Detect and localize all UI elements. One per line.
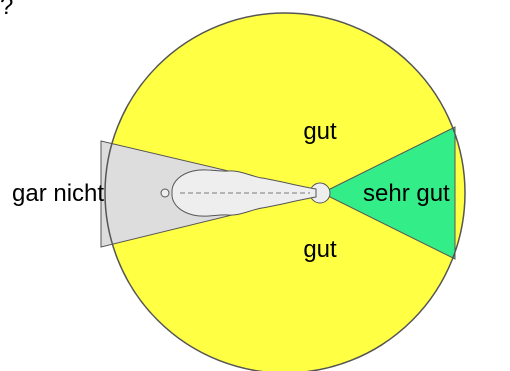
animal-tail-icon xyxy=(160,188,170,198)
label-gar-nicht: gar nicht xyxy=(12,180,104,207)
corner-question-mark: ? xyxy=(0,0,13,20)
animal-silhouette-icon xyxy=(160,169,331,217)
zone-sehr-gut-wedge xyxy=(320,126,456,260)
label-top-gut: gut xyxy=(303,118,337,145)
label-sehr-gut: sehr gut xyxy=(363,180,450,207)
label-bottom-gut: gut xyxy=(303,236,337,263)
diagram-outline xyxy=(104,12,466,371)
